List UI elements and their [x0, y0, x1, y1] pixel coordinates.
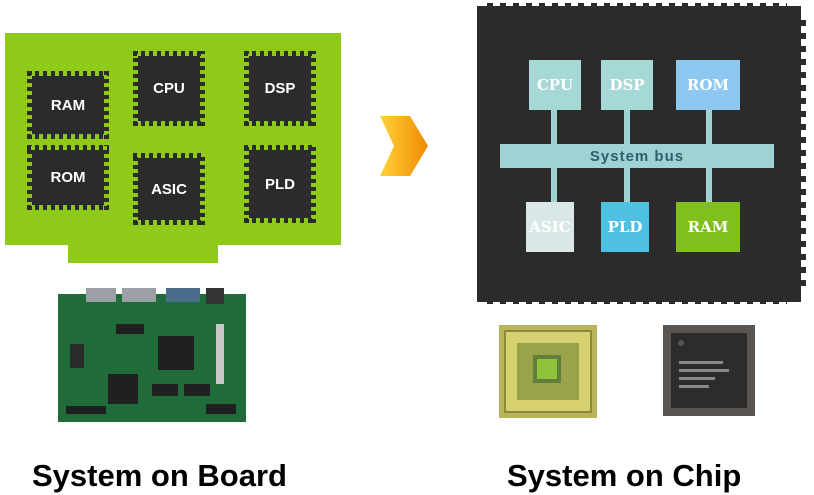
- board-chip-ram: RAM: [27, 71, 109, 139]
- die-photo: [499, 325, 597, 418]
- board-chip-pld: PLD: [244, 145, 316, 223]
- board-chip-asic: ASIC: [133, 153, 205, 225]
- bus-wire-asic: [551, 168, 557, 202]
- bus-wire-rom: [706, 110, 712, 144]
- board-chip-cpu: CPU: [133, 51, 205, 126]
- soc-block-cpu: CPU: [529, 60, 581, 110]
- board-edge-connector: [68, 245, 218, 263]
- caption-system-on-chip: System on Chip: [507, 458, 742, 493]
- chip-pins-right: [798, 16, 806, 286]
- soc-block-pld: PLD: [601, 202, 649, 252]
- system-bus: System bus: [500, 144, 774, 168]
- soc-block-ram: RAM: [676, 202, 740, 252]
- bus-wire-pld: [624, 168, 630, 202]
- soc-block-rom: ROM: [676, 60, 740, 110]
- bus-wire-dsp: [624, 110, 630, 144]
- soc-block-asic: ASIC: [526, 202, 574, 252]
- pcb-photo: [56, 284, 248, 436]
- bus-wire-cpu: [551, 110, 557, 144]
- package-photo: [663, 325, 755, 416]
- caption-system-on-board: System on Board: [32, 458, 287, 493]
- board-chip-dsp: DSP: [244, 51, 316, 126]
- bus-wire-ram: [706, 168, 712, 202]
- chip-pins-bottom: [487, 296, 787, 304]
- board-chip-rom: ROM: [27, 145, 109, 210]
- transition-arrow: [380, 116, 428, 176]
- soc-block-dsp: DSP: [601, 60, 653, 110]
